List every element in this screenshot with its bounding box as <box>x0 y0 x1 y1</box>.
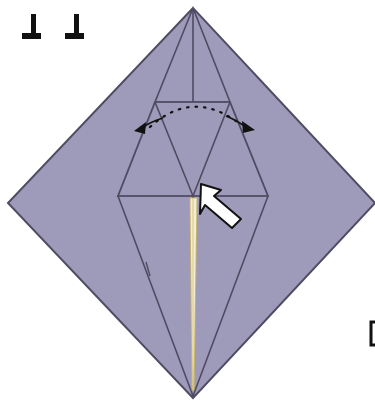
corner-mark-top-left-icon <box>22 14 84 39</box>
folded-paper <box>8 8 375 398</box>
corner-mark-bottom-right-icon <box>371 322 375 345</box>
